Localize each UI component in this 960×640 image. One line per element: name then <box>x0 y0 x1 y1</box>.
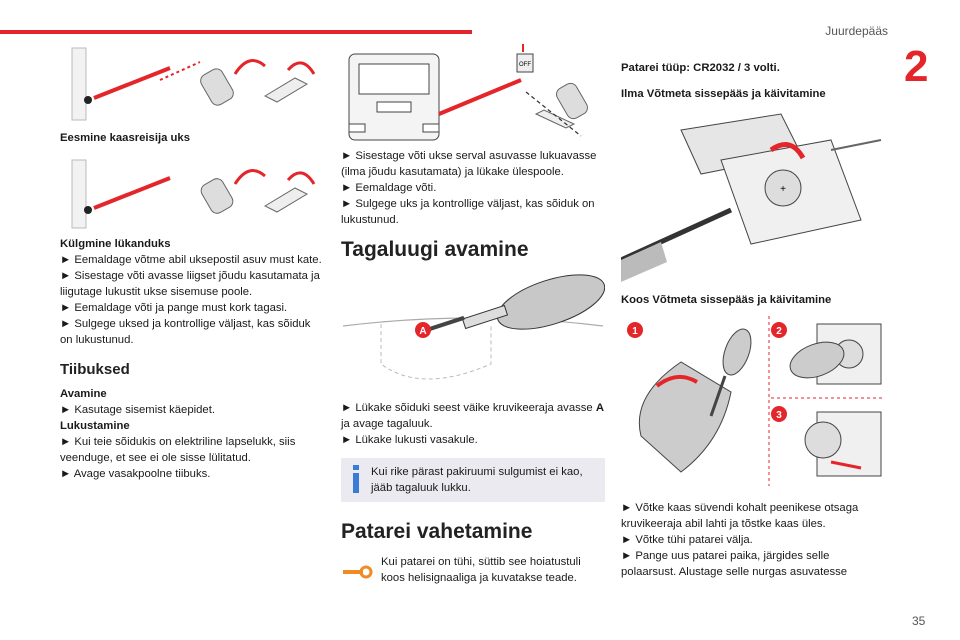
front-door-caption: Eesmine kaasreisija uks <box>60 132 191 144</box>
section-title: Juurdepääs <box>825 24 888 38</box>
sliding-step-2: ► Sisestage võti avasse liigset jõudu ka… <box>60 270 320 298</box>
sliding-door-lock-illustration <box>60 156 322 232</box>
rear-step-1: ► Sisestage võti ukse serval asuvasse lu… <box>341 150 597 178</box>
warning-note: Kui patarei on tühi, süttib see hoiatust… <box>341 554 605 586</box>
tailgate-release-illustration: A <box>341 272 605 392</box>
info-note-text: Kui rike pärast pakiruumi sulgumist ei k… <box>371 466 583 494</box>
svg-text:+: + <box>780 184 786 195</box>
callout-a-icon <box>415 322 431 338</box>
warning-note-text: Kui patarei on tühi, süttib see hoiatust… <box>381 556 581 584</box>
tailgate-step-1-pre: ► Lükake sõiduki seest väike kruvikeeraj… <box>341 402 596 414</box>
header-accent-bar <box>0 30 472 34</box>
battery-heading: Patarei vahetamine <box>341 520 533 543</box>
black-cap-icon <box>84 206 92 214</box>
tailgate-step-1-bold: A <box>595 402 604 414</box>
rear-door-lock-illustration: OFF <box>341 44 605 142</box>
step-2-badge-icon <box>771 322 787 338</box>
tailgate-step-1: ► Lükake sõiduki seest väike kruvikeeraj… <box>341 400 605 432</box>
battery-step-2: ► Võtke tühi patarei välja. <box>621 534 753 546</box>
locking-step-2: ► Avage vasakpoolne tiibuks. <box>60 468 211 480</box>
step-3-badge-label: 3 <box>776 410 782 421</box>
sliding-step-4: ► Sulgege uksed ja kontrollige väljast, … <box>60 318 311 346</box>
rear-step-3: ► Sulgege uks ja kontrollige väljast, ka… <box>341 198 595 226</box>
sliding-step-3: ► Eemaldage võti ja pange must kork taga… <box>60 302 288 314</box>
with-keyless-heading: Koos Võtmeta sissepääs ja käivitamine <box>621 294 832 306</box>
tailgate-step-2: ► Lükake lukusti vasakule. <box>341 434 478 446</box>
column-3: Patarei tüüp: CR2032 / 3 volti. Ilma Võt… <box>621 44 885 580</box>
info-note: Kui rike pärast pakiruumi sulgumist ei k… <box>341 458 605 502</box>
off-label: OFF <box>519 62 531 68</box>
front-door-lock-illustration <box>60 44 322 124</box>
battery-type: Patarei tüüp: CR2032 / 3 volti. <box>621 62 780 74</box>
step-1-badge-label: 1 <box>632 326 638 337</box>
wrench-icon <box>343 565 373 579</box>
chapter-number: 2 <box>904 42 929 91</box>
step-1-badge-icon <box>627 322 643 338</box>
page-number: 35 <box>912 614 926 628</box>
locking-subheading: Lukustamine <box>60 420 130 432</box>
column-1: Eesmine kaasreisija uks Külgmine lükandu… <box>60 44 322 482</box>
opening-step: ► Kasutage sisemist käepidet. <box>60 404 215 416</box>
wing-doors-heading: Tiibuksed <box>60 361 130 378</box>
sliding-step-1: ► Eemaldage võtme abil uksepostil asuv m… <box>60 254 322 266</box>
rear-step-2: ► Eemaldage võti. <box>341 182 437 194</box>
column-2: OFF ► Sisestage võti ukse serval asuvass… <box>341 44 605 586</box>
locking-step-1: ► Kui teie sõidukis on elektriline lapse… <box>60 436 296 464</box>
info-icon <box>353 465 359 493</box>
keyless-battery-illustration: 1 2 3 <box>621 316 885 486</box>
battery-step-3: ► Pange uus patarei paika, järgides sell… <box>621 550 848 578</box>
battery-step-1: ► Võtke kaas süvendi kohalt peenikese ot… <box>621 502 859 530</box>
black-cap-icon <box>84 96 92 104</box>
callout-a-label: A <box>419 326 426 337</box>
tailgate-step-1-post: ja avage tagaluuk. <box>341 418 433 430</box>
opening-subheading: Avamine <box>60 388 107 400</box>
key-battery-illustration: + <box>621 110 885 282</box>
without-keyless-heading: Ilma Võtmeta sissepääs ja käivitamine <box>621 88 826 100</box>
step-3-badge-icon <box>771 406 787 422</box>
sliding-door-caption: Külgmine lükanduks <box>60 238 171 250</box>
tailgate-heading: Tagaluugi avamine <box>341 238 529 261</box>
step-2-badge-label: 2 <box>776 326 782 337</box>
